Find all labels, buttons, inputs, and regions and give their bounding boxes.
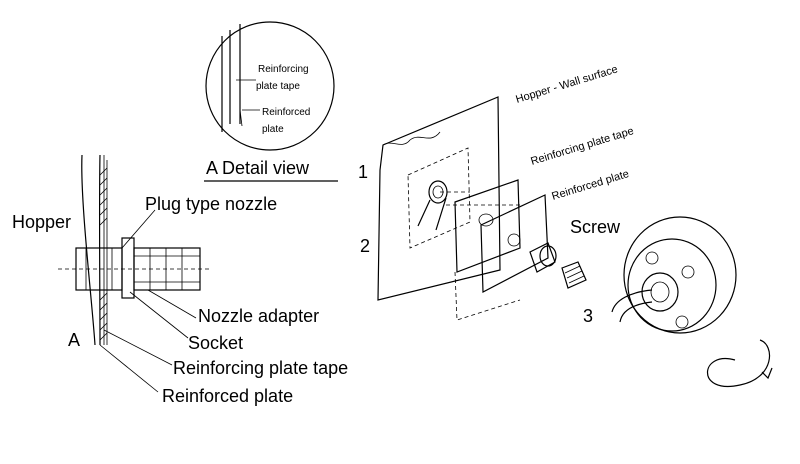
label-reinforcing-plate-tape: Reinforcing plate tape [173,358,348,378]
label-exploded-reinforced-plate: Reinforced plate [550,168,630,203]
detail-label-plate-1: Reinforced [262,107,310,118]
step-number-2: 2 [360,236,370,256]
label-reinforced-plate: Reinforced plate [162,386,293,406]
label-nozzle-adapter: Nozzle adapter [198,306,319,326]
label-hopper: Hopper [12,212,71,232]
detail-view-circle [205,21,335,151]
section-marker-a: A [68,330,80,350]
label-screw: Screw [570,217,621,237]
step-number-1: 1 [358,162,368,182]
label-plug-type-nozzle: Plug type nozzle [145,194,277,214]
detail-view-title: A Detail view [206,158,310,178]
detail-label-tape-1: Reinforcing [258,64,309,75]
detail-label-tape-2: plate tape [256,81,300,92]
label-socket: Socket [188,333,243,353]
label-hopper-wall-surface: Hopper - Wall surface [514,63,619,105]
step-number-3: 3 [583,306,593,326]
exploded-assembly [377,96,773,388]
label-exploded-reinforcing-plate-tape: Reinforcing plate tape [529,125,635,168]
detail-label-plate-2: plate [262,124,284,135]
cross-section-drawing [58,154,212,393]
